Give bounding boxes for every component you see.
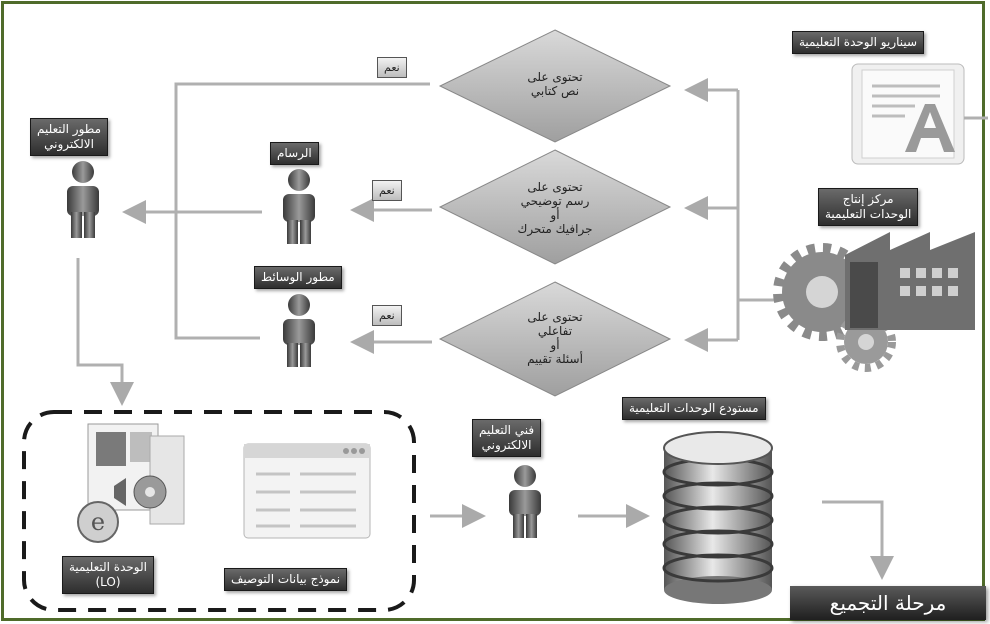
- person-icon-media-developer: [283, 294, 315, 367]
- document-a-icon: [851, 63, 988, 165]
- production-center-label: مركز إنتاج الوحدات التعليمية: [818, 188, 919, 226]
- form-window-icon: [243, 443, 371, 539]
- unit-scenario-label: سيناريو الوحدة التعليمية: [792, 31, 925, 54]
- person-icon-illustrator: [283, 169, 315, 244]
- person-icon-elearning-developer: [67, 161, 99, 238]
- assembly-stage-banner: مرحلة التجميع: [790, 586, 986, 620]
- learning-object-label: الوحدة التعليمية (LO): [62, 556, 154, 594]
- lo-package-group: [22, 410, 416, 612]
- decision-1-text: تحتوى على نص كتابي: [527, 70, 583, 98]
- decision-diamond-3: [438, 281, 672, 397]
- decision-2-text: تحتوى على رسم توضيحي أو جرافيك متحرك: [517, 180, 593, 236]
- factory-gear-icon: [773, 232, 975, 372]
- lo-repository-label: مستودع الوحدات التعليمية: [622, 397, 766, 420]
- arrow-to-assembly-stage: [822, 500, 894, 580]
- decision-2-yes-tag: نعم: [372, 180, 402, 201]
- metadata-form-label: نموذج بيانات التوصيف: [224, 568, 348, 591]
- illustrator-label: الرسام: [270, 142, 319, 165]
- decision-3-yes-tag: نعم: [372, 305, 402, 326]
- database-icon: [662, 431, 774, 604]
- decision-3-text: تحتوى على تفاعلي أو أسئلة تقييم: [527, 310, 583, 366]
- elearning-developer-label: مطور التعليم الالكتروني: [30, 118, 109, 156]
- decision-diamond-1: [438, 29, 672, 143]
- connectors: [76, 78, 894, 580]
- media-developer-label: مطور الوسائط: [254, 266, 342, 289]
- decision-diamond-2: [438, 149, 672, 265]
- elearning-technician-label: فني التعليم الالكتروني: [472, 419, 542, 457]
- arrow-down-to-lo-group: [76, 258, 134, 406]
- svg-text:e: e: [91, 508, 105, 536]
- person-icon-elearning-technician: [509, 465, 541, 538]
- decision-1-yes-tag: نعم: [377, 57, 407, 78]
- media-files-icon: e: [77, 423, 185, 543]
